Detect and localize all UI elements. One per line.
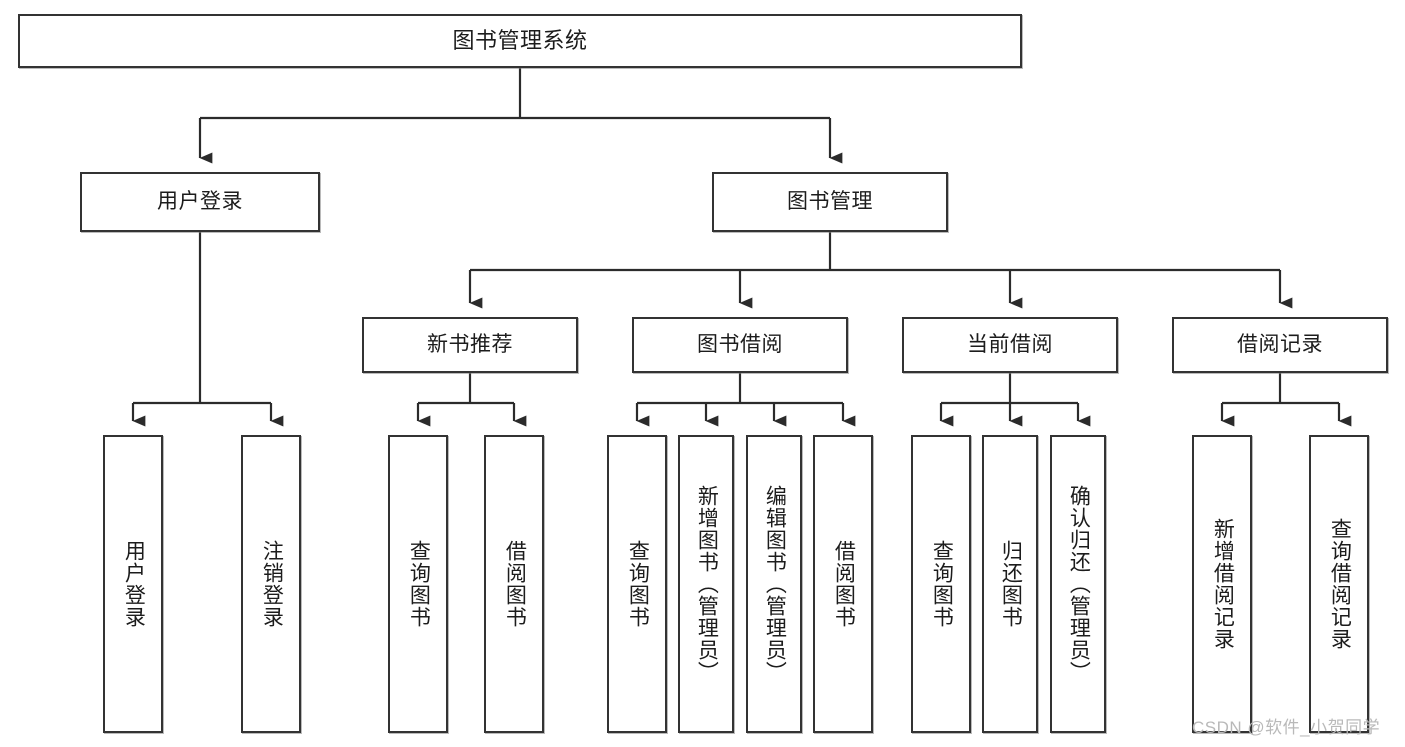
leaf-user-login-2[interactable]: 注销登录 xyxy=(241,435,301,733)
leaf-book-borrow-4[interactable]: 借阅图书 xyxy=(813,435,873,733)
leaf-label: 查询借阅记录 xyxy=(1328,518,1352,650)
leaf-user-login-1[interactable]: 用户登录 xyxy=(103,435,163,733)
node-root-label: 图书管理系统 xyxy=(452,27,588,53)
leaf-label: 用户登录 xyxy=(122,540,146,628)
leaf-label: 借阅图书 xyxy=(832,540,856,628)
node-new-book-rec[interactable]: 新书推荐 xyxy=(362,317,578,373)
leaf-new-book-rec-2[interactable]: 借阅图书 xyxy=(484,435,544,733)
leaf-current-borrow-2[interactable]: 归还图书 xyxy=(982,435,1038,733)
node-borrow-record[interactable]: 借阅记录 xyxy=(1172,317,1388,373)
leaf-book-borrow-2[interactable]: 新增图书（管理员） xyxy=(678,435,734,733)
leaf-current-borrow-3[interactable]: 确认归还（管理员） xyxy=(1050,435,1106,733)
leaf-label: 注销登录 xyxy=(260,540,284,628)
leaf-borrow-record-2[interactable]: 查询借阅记录 xyxy=(1309,435,1369,733)
leaf-label: 查询图书 xyxy=(407,540,431,628)
node-book-manage-label: 图书管理 xyxy=(787,190,873,214)
leaf-borrow-record-1[interactable]: 新增借阅记录 xyxy=(1192,435,1252,733)
node-user-login[interactable]: 用户登录 xyxy=(80,172,320,232)
node-book-borrow[interactable]: 图书借阅 xyxy=(632,317,848,373)
node-new-book-rec-label: 新书推荐 xyxy=(427,333,513,357)
node-user-login-label: 用户登录 xyxy=(157,190,243,214)
csdn-watermark: CSDN @软件_小贺同学 xyxy=(1192,718,1381,737)
node-borrow-record-label: 借阅记录 xyxy=(1237,333,1323,357)
node-current-borrow-label: 当前借阅 xyxy=(967,333,1053,357)
node-current-borrow[interactable]: 当前借阅 xyxy=(902,317,1118,373)
leaf-label: 归还图书 xyxy=(999,540,1023,628)
node-book-borrow-label: 图书借阅 xyxy=(697,333,783,357)
leaf-label: 借阅图书 xyxy=(503,540,527,628)
node-root[interactable]: 图书管理系统 xyxy=(18,14,1022,68)
leaf-book-borrow-3[interactable]: 编辑图书（管理员） xyxy=(746,435,802,733)
leaf-label: 新增借阅记录 xyxy=(1211,518,1235,650)
leaf-current-borrow-1[interactable]: 查询图书 xyxy=(911,435,971,733)
leaf-label: 确认归还（管理员） xyxy=(1067,485,1091,683)
leaf-label: 查询图书 xyxy=(930,540,954,628)
leaf-new-book-rec-1[interactable]: 查询图书 xyxy=(388,435,448,733)
leaf-book-borrow-1[interactable]: 查询图书 xyxy=(607,435,667,733)
leaf-label: 查询图书 xyxy=(626,540,650,628)
node-book-manage[interactable]: 图书管理 xyxy=(712,172,948,232)
leaf-label: 新增图书（管理员） xyxy=(695,485,719,683)
leaf-label: 编辑图书（管理员） xyxy=(763,485,787,683)
